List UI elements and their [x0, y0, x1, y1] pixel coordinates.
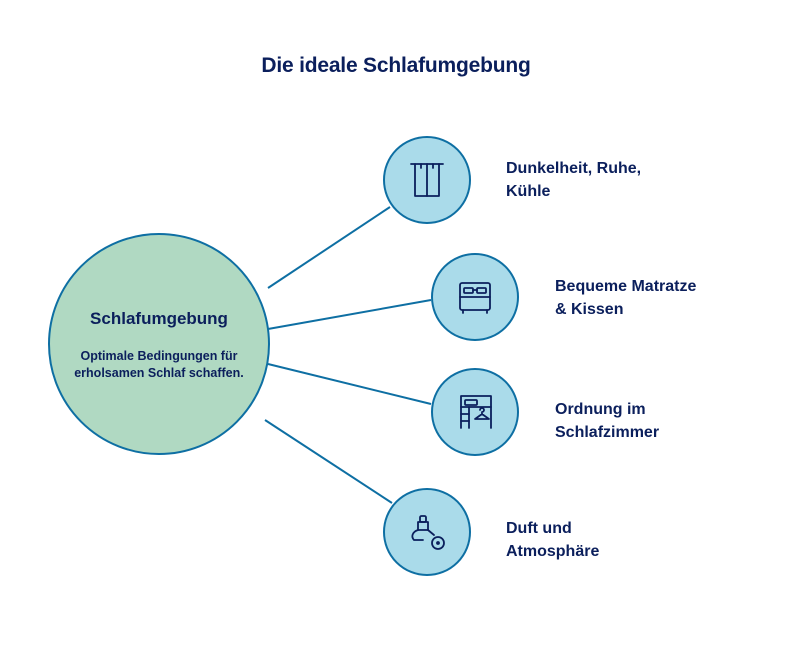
connector-4 [264, 419, 393, 504]
wardrobe-icon [460, 395, 492, 429]
node-darkness [383, 136, 471, 224]
node-order [431, 368, 519, 456]
connector-2 [267, 299, 432, 330]
connector-1 [267, 206, 391, 289]
connector-3 [267, 363, 432, 405]
center-description: Optimale Bedingungen für erholsamen Schl… [74, 349, 244, 380]
diagram-title: Die ideale Schlafumgebung [261, 54, 531, 77]
node-scent [383, 488, 471, 576]
center-node: Schlafumgebung Optimale Bedingungen für … [48, 233, 270, 455]
label-scent: Duft und Atmosphäre [506, 520, 600, 560]
node-mattress [431, 253, 519, 341]
curtain-icon [410, 163, 444, 197]
label-darkness: Dunkelheit, Ruhe, Kühle [506, 160, 642, 200]
label-order: Ordnung im Schlafzimmer [555, 401, 660, 441]
diffuser-flower-icon [411, 515, 445, 550]
bed-icon [459, 282, 491, 314]
label-mattress: Bequeme Matratze & Kissen [555, 278, 697, 318]
center-title: Schlafumgebung [90, 309, 228, 328]
